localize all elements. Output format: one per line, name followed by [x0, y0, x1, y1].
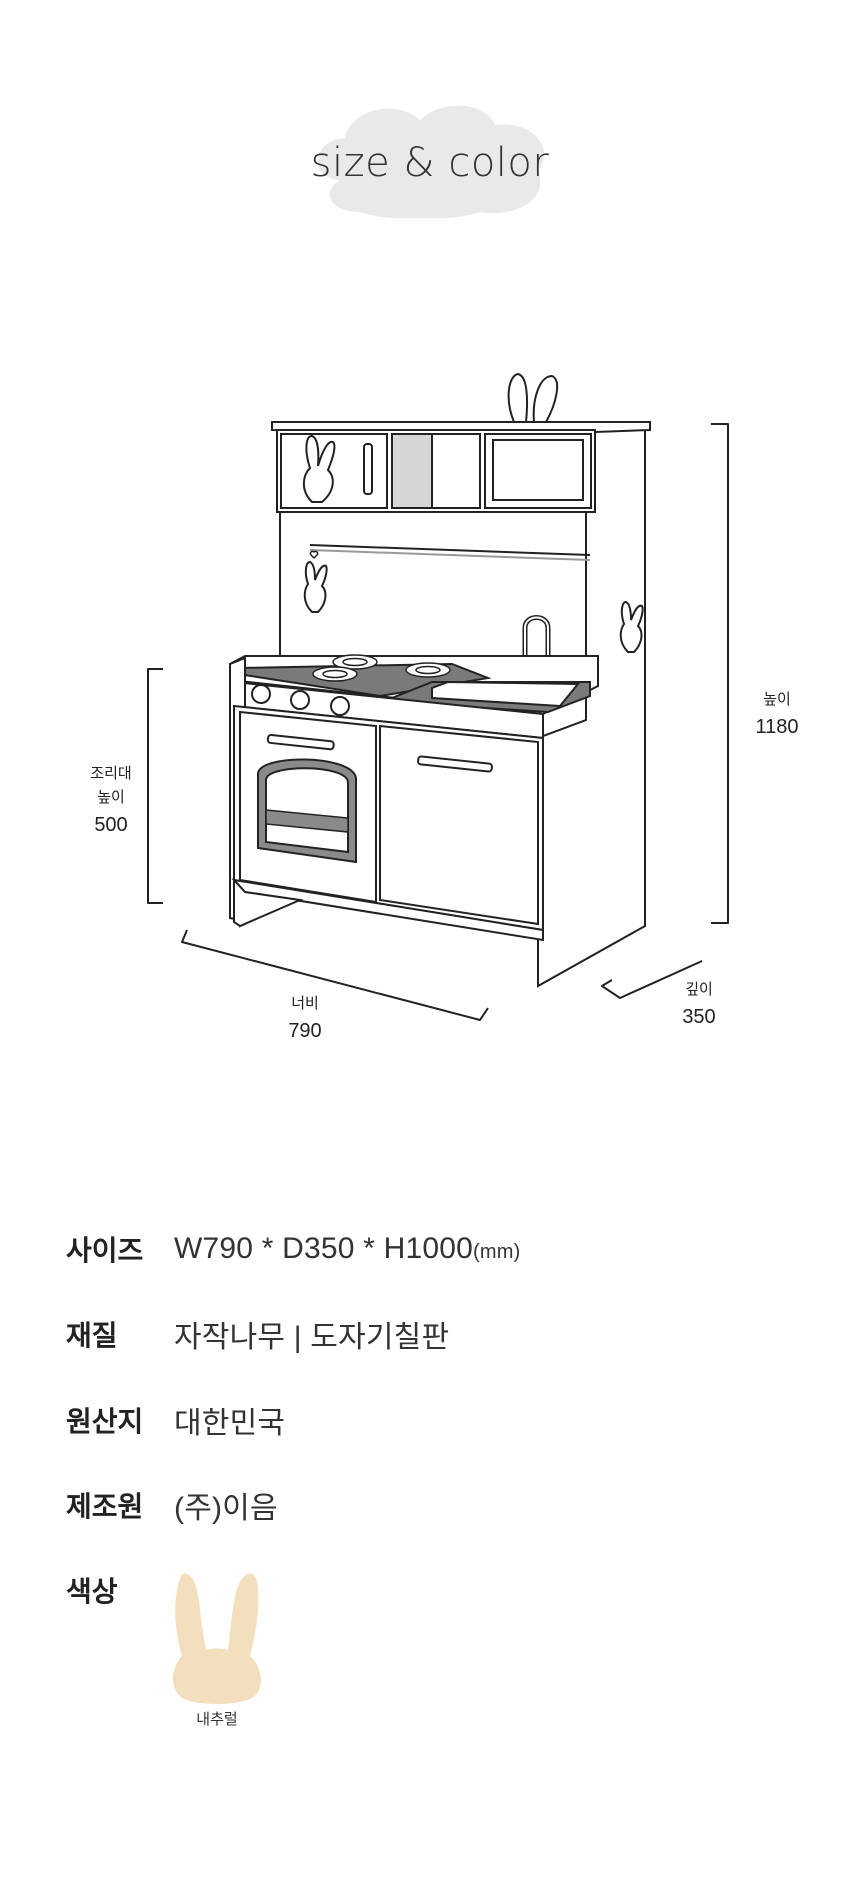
spec-label-maker: 제조원 — [66, 1491, 144, 1522]
spec-size-text: W790 * D350 * H1000 — [174, 1232, 473, 1265]
counter-height-label-2: 높이 — [97, 789, 125, 806]
depth-label: 깊이 — [685, 981, 713, 998]
spec-row-maker: 제조원 (주)이음 — [66, 1481, 278, 1529]
spec-label-size: 사이즈 — [66, 1235, 144, 1266]
spec-size-unit: (mm) — [472, 1241, 521, 1263]
color-name-natural: 내추럴 — [196, 1711, 238, 1728]
spec-label-origin: 원산지 — [66, 1406, 144, 1437]
height-dimension: 높이 1180 — [742, 688, 812, 742]
page-title: size & color — [310, 140, 550, 186]
spec-value-material: 자작나무 | 도자기칠판 — [174, 1321, 450, 1354]
counter-height-value: 500 — [94, 814, 128, 836]
spec-row-size: 사이즈 W790 * D350 * H1000(mm) — [66, 1225, 520, 1273]
depth-value: 350 — [682, 1006, 716, 1028]
spec-value-maker: (주)이음 — [174, 1492, 278, 1525]
spec-value-origin: 대한민국 — [174, 1407, 286, 1440]
height-value: 1180 — [755, 716, 799, 738]
spec-row-color: 색상 — [66, 1566, 174, 1614]
width-value: 790 — [288, 1020, 322, 1042]
spec-label-color: 색상 — [66, 1576, 118, 1607]
bunny-head-icon — [172, 1573, 261, 1704]
width-label: 너비 — [291, 995, 319, 1012]
depth-dimension: 깊이 350 — [664, 978, 734, 1032]
spec-row-material: 재질 자작나무 | 도자기칠판 — [66, 1310, 449, 1358]
height-label: 높이 — [763, 691, 791, 708]
counter-height-label-1: 조리대 — [90, 765, 132, 782]
counter-height-dimension: 조리대 높이 500 — [76, 762, 146, 840]
width-dimension: 너비 790 — [270, 992, 340, 1046]
spec-label-material: 재질 — [66, 1320, 118, 1351]
cloud-icon — [318, 105, 544, 218]
spec-value-size: W790 * D350 * H1000(mm) — [174, 1232, 520, 1266]
spec-row-origin: 원산지 대한민국 — [66, 1396, 285, 1444]
kitchen-dimension-drawing — [147, 372, 729, 1021]
